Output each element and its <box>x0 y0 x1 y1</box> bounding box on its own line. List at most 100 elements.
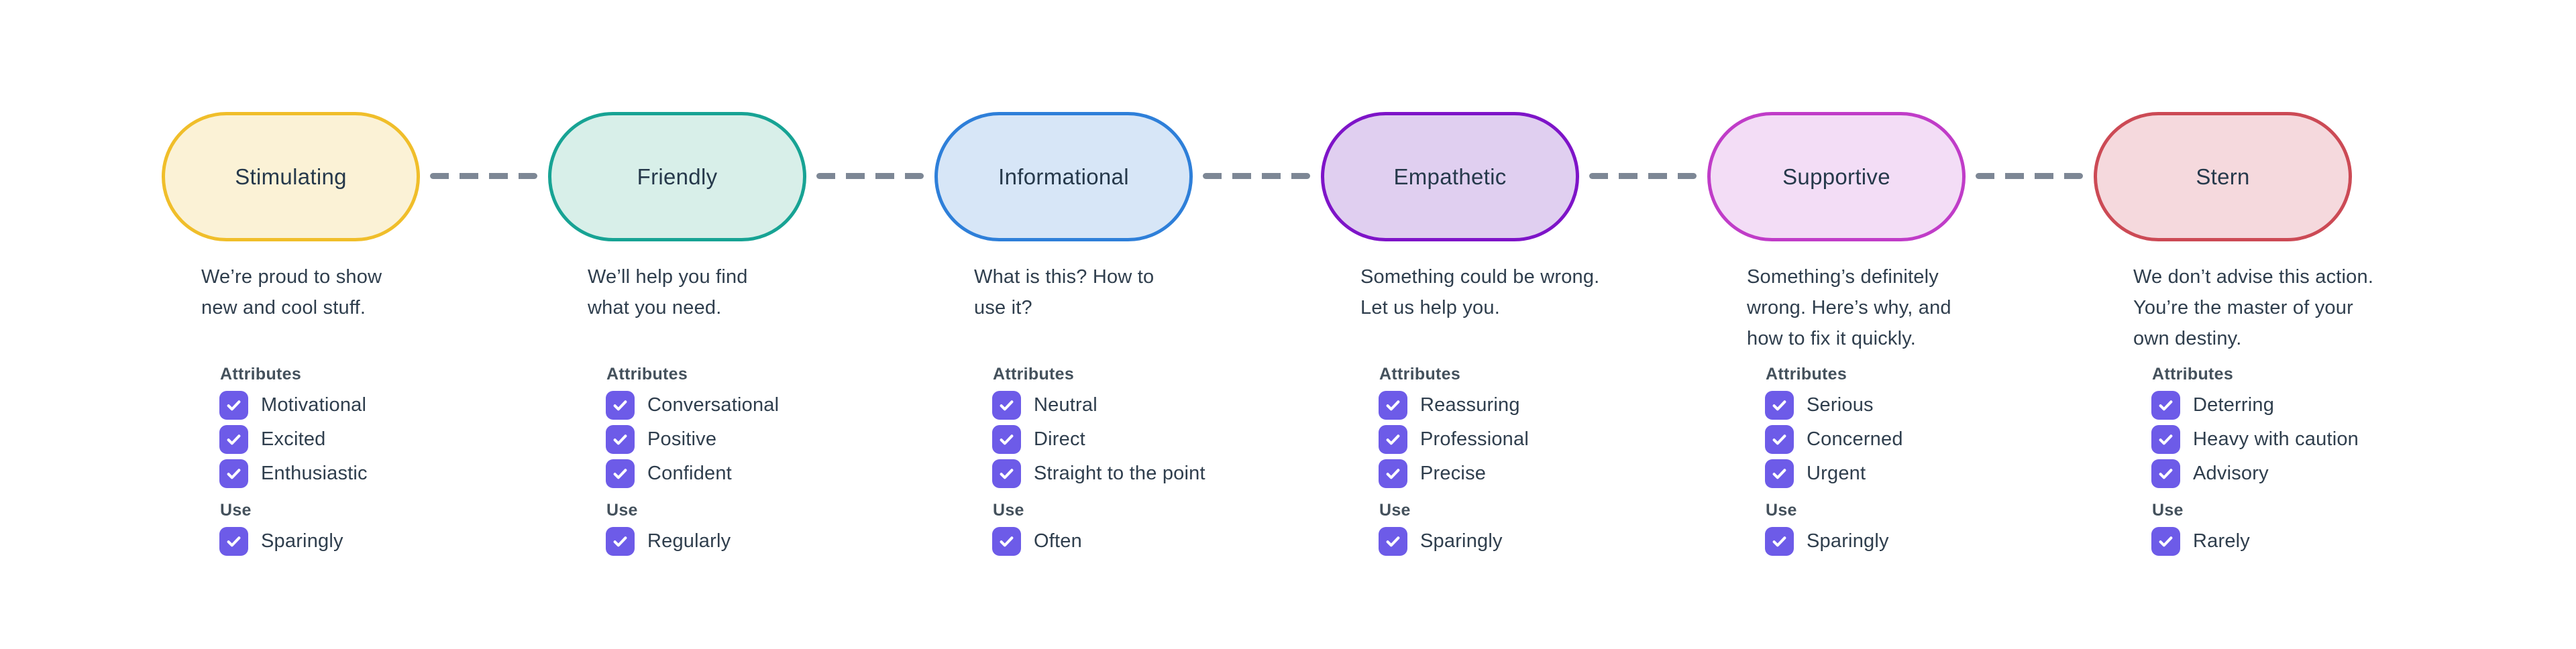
tone-column-stern: Stern We don’t advise this action. You’r… <box>2094 112 2374 561</box>
tone-column-friendly: Friendly We’ll help you find what you ne… <box>548 112 806 561</box>
checkbox-checked-icon[interactable] <box>1379 459 1407 488</box>
dashed-connector <box>1589 173 1697 179</box>
checkbox-label: Often <box>1034 530 1082 552</box>
attributes-list: Motivational Excited Enthusiastic <box>219 391 420 488</box>
checkbox-label: Neutral <box>1034 394 1097 416</box>
checkbox-row[interactable]: Conversational <box>606 391 806 420</box>
checkbox-label: Professional <box>1420 428 1529 450</box>
checkbox-checked-icon[interactable] <box>1379 527 1407 556</box>
tone-description: What is this? How to use it? <box>974 266 1155 318</box>
use-heading: Use <box>606 501 638 520</box>
checkbox-checked-icon[interactable] <box>992 391 1021 420</box>
checkbox-row[interactable]: Confident <box>606 459 806 488</box>
tone-pill-label: Supportive <box>1782 164 1890 189</box>
checkbox-row[interactable]: Often <box>992 527 1193 556</box>
use-list: Regularly <box>606 527 806 556</box>
tone-pill-label: Stern <box>2196 164 2250 189</box>
checkbox-row[interactable]: Advisory <box>2151 459 2352 488</box>
checkbox-label: Conversational <box>647 394 780 416</box>
checkbox-label: Advisory <box>2193 463 2269 484</box>
checkbox-label: Concerned <box>1807 428 1903 450</box>
checkbox-label: Precise <box>1420 463 1487 484</box>
checkbox-row[interactable]: Sparingly <box>1379 527 1579 556</box>
checkbox-row[interactable]: Professional <box>1379 425 1579 454</box>
tone-description: Something’s definitely wrong. Here’s why… <box>1747 266 1951 349</box>
checkbox-row[interactable]: Urgent <box>1765 459 1966 488</box>
attributes-heading: Attributes <box>993 365 1075 384</box>
tone-description: We’re proud to show new and cool stuff. <box>201 266 382 318</box>
checkbox-checked-icon[interactable] <box>606 527 635 556</box>
checkbox-row[interactable]: Straight to the point <box>992 459 1205 488</box>
checkbox-row[interactable]: Serious <box>1765 391 1966 420</box>
checkbox-row[interactable]: Rarely <box>2151 527 2352 556</box>
checkbox-checked-icon[interactable] <box>992 425 1021 454</box>
attributes-list: Conversational Positive Confident <box>606 391 806 488</box>
tone-description: Something could be wrong. Let us help yo… <box>1360 266 1600 318</box>
attributes-heading: Attributes <box>2152 365 2234 384</box>
use-heading: Use <box>1766 501 1797 520</box>
dashed-connector <box>1976 173 2083 179</box>
checkbox-checked-icon[interactable] <box>219 391 248 420</box>
tone-pill-friendly: Friendly <box>548 112 806 241</box>
tone-pill-label: Informational <box>998 164 1129 189</box>
use-list: Sparingly <box>1379 527 1579 556</box>
checkbox-label: Heavy with caution <box>2193 428 2359 450</box>
checkbox-checked-icon[interactable] <box>2151 425 2180 454</box>
checkbox-row[interactable]: Deterring <box>2151 391 2352 420</box>
checkbox-label: Positive <box>647 428 717 450</box>
tone-pill-label: Empathetic <box>1393 164 1507 189</box>
checkbox-row[interactable]: Direct <box>992 425 1193 454</box>
checkbox-row[interactable]: Excited <box>219 425 420 454</box>
checkbox-checked-icon[interactable] <box>1379 425 1407 454</box>
checkbox-row[interactable]: Reassuring <box>1379 391 1579 420</box>
checkbox-label: Direct <box>1034 428 1085 450</box>
tone-description: We don’t advise this action. You’re the … <box>2133 266 2374 349</box>
checkbox-checked-icon[interactable] <box>1765 459 1794 488</box>
checkbox-checked-icon[interactable] <box>1379 391 1407 420</box>
use-list: Often <box>992 527 1193 556</box>
checkbox-checked-icon[interactable] <box>219 425 248 454</box>
checkbox-row[interactable]: Concerned <box>1765 425 1966 454</box>
use-heading: Use <box>993 501 1024 520</box>
use-list: Sparingly <box>219 527 420 556</box>
checkbox-checked-icon[interactable] <box>992 527 1021 556</box>
tone-column-supportive: Supportive Something’s definitely wrong.… <box>1707 112 1966 561</box>
tone-pill-stern: Stern <box>2094 112 2352 241</box>
checkbox-checked-icon[interactable] <box>1765 425 1794 454</box>
checkbox-label: Urgent <box>1807 463 1866 484</box>
checkbox-row[interactable]: Regularly <box>606 527 806 556</box>
checkbox-row[interactable]: Motivational <box>219 391 420 420</box>
checkbox-row[interactable]: Heavy with caution <box>2151 425 2359 454</box>
checkbox-label: Confident <box>647 463 732 484</box>
checkbox-checked-icon[interactable] <box>606 425 635 454</box>
checkbox-row[interactable]: Neutral <box>992 391 1193 420</box>
checkbox-checked-icon[interactable] <box>1765 391 1794 420</box>
checkbox-row[interactable]: Enthusiastic <box>219 459 420 488</box>
checkbox-label: Straight to the point <box>1034 463 1205 484</box>
checkbox-checked-icon[interactable] <box>2151 527 2180 556</box>
checkbox-checked-icon[interactable] <box>2151 391 2180 420</box>
checkbox-checked-icon[interactable] <box>219 459 248 488</box>
checkbox-row[interactable]: Sparingly <box>219 527 420 556</box>
attributes-list: Serious Concerned Urgent <box>1765 391 1966 488</box>
checkbox-checked-icon[interactable] <box>2151 459 2180 488</box>
checkbox-checked-icon[interactable] <box>992 459 1021 488</box>
attributes-heading: Attributes <box>1379 365 1461 384</box>
checkbox-row[interactable]: Positive <box>606 425 806 454</box>
use-heading: Use <box>220 501 252 520</box>
checkbox-checked-icon[interactable] <box>606 391 635 420</box>
checkbox-checked-icon[interactable] <box>606 459 635 488</box>
dashed-connector <box>1203 173 1310 179</box>
tone-column-informational: Informational What is this? How to use i… <box>934 112 1205 561</box>
use-heading: Use <box>2152 501 2184 520</box>
checkbox-row[interactable]: Precise <box>1379 459 1579 488</box>
checkbox-checked-icon[interactable] <box>1765 527 1794 556</box>
tone-pill-label: Stimulating <box>235 164 347 189</box>
checkbox-checked-icon[interactable] <box>219 527 248 556</box>
checkbox-label: Rarely <box>2193 530 2250 552</box>
checkbox-label: Motivational <box>261 394 367 416</box>
use-heading: Use <box>1379 501 1411 520</box>
checkbox-row[interactable]: Sparingly <box>1765 527 1966 556</box>
tone-pill-empathetic: Empathetic <box>1321 112 1579 241</box>
